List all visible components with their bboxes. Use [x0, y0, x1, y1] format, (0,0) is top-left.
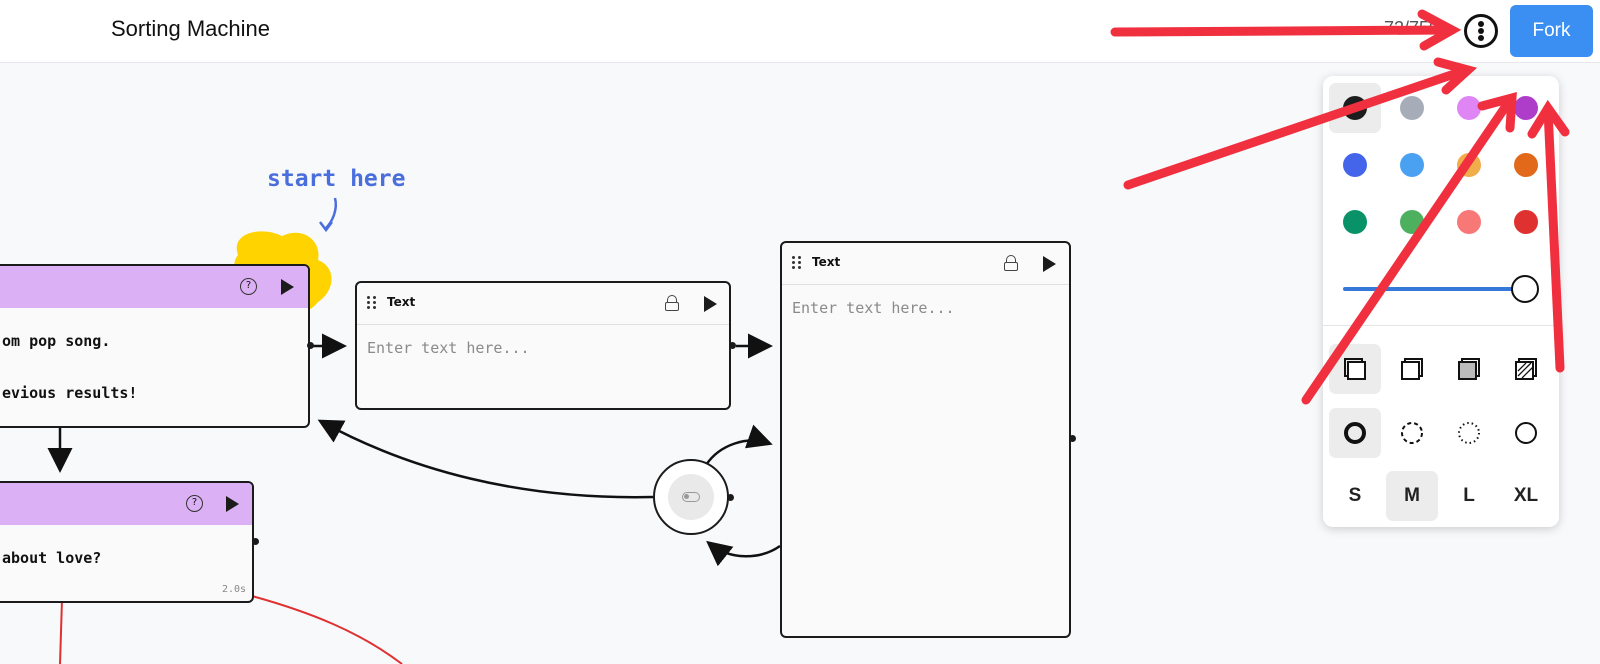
size-label: S [1348, 485, 1362, 506]
opacity-slider-track[interactable] [1343, 287, 1523, 291]
color-dot [1343, 153, 1367, 177]
more-icon [1478, 28, 1484, 34]
size-xl-button[interactable]: XL [1500, 471, 1552, 521]
output-port[interactable] [1069, 435, 1076, 442]
text-node-header[interactable]: Text [782, 243, 1069, 285]
run-duration: 2.0s [222, 584, 247, 595]
color-dot [1514, 210, 1538, 234]
help-icon[interactable]: ? [240, 278, 257, 295]
fill-semi-icon [1401, 358, 1423, 380]
color-dot [1457, 153, 1481, 177]
prompt-node-header[interactable]: ? [0, 266, 308, 308]
app-title: Sorting Machine [111, 16, 270, 41]
panel-divider [1323, 325, 1559, 326]
stroke-dashed-button[interactable] [1386, 408, 1438, 458]
color-dot [1514, 96, 1538, 120]
fill-semi-button[interactable] [1386, 344, 1438, 394]
start-here-annotation: start here [267, 166, 406, 192]
color-swatch-red[interactable] [1500, 197, 1552, 247]
prompt-node-second[interactable]: ? about love? 2.0s [0, 481, 254, 603]
text-node-title: Text [387, 295, 416, 309]
lock-icon[interactable] [665, 295, 679, 311]
prompt-node-main[interactable]: ? om pop song. evious results! [0, 264, 310, 428]
edge-large-to-toggle [706, 540, 781, 567]
prompt-text-line-1: om pop song. [2, 332, 111, 350]
color-swatch-grey[interactable] [1386, 83, 1438, 133]
help-icon[interactable]: ? [186, 495, 203, 512]
play-icon[interactable] [281, 279, 294, 295]
stroke-solid-button[interactable] [1500, 408, 1552, 458]
opacity-slider-thumb[interactable] [1511, 275, 1539, 303]
stroke-draw-icon [1344, 422, 1366, 444]
size-s-button[interactable]: S [1329, 471, 1381, 521]
color-dot [1343, 210, 1367, 234]
size-m-button[interactable]: M [1386, 471, 1438, 521]
toggle-icon [682, 492, 700, 502]
fill-solid-icon [1458, 358, 1480, 380]
color-dot [1457, 210, 1481, 234]
fill-pattern-button[interactable] [1500, 344, 1552, 394]
text-node-small[interactable]: Text Enter text here... [355, 281, 731, 410]
output-port[interactable] [252, 538, 259, 545]
color-swatch-black[interactable] [1329, 83, 1381, 133]
fill-none-button[interactable] [1329, 344, 1381, 394]
drag-handle-icon[interactable] [367, 296, 377, 310]
drag-handle-icon[interactable] [792, 256, 802, 270]
stroke-dotted-icon [1458, 422, 1480, 444]
stroke-draw-button[interactable] [1329, 408, 1381, 458]
edge-red-2 [251, 595, 403, 664]
color-swatch-blue[interactable] [1329, 140, 1381, 190]
color-dot [1400, 210, 1424, 234]
text-node-title: Text [812, 255, 841, 269]
color-dot [1400, 96, 1424, 120]
color-swatch-light-green[interactable] [1386, 197, 1438, 247]
fork-button[interactable]: Fork [1510, 5, 1593, 57]
color-dot [1343, 96, 1367, 120]
color-swatch-light-blue[interactable] [1386, 140, 1438, 190]
output-port[interactable] [727, 494, 734, 501]
stroke-dotted-button[interactable] [1443, 408, 1495, 458]
color-dot [1457, 96, 1481, 120]
fill-solid-button[interactable] [1443, 344, 1495, 394]
toggle-node[interactable] [653, 459, 729, 535]
text-node-large[interactable]: Text Enter text here... [780, 241, 1071, 638]
play-icon[interactable] [704, 296, 717, 312]
color-swatch-violet[interactable] [1500, 83, 1552, 133]
play-icon[interactable] [226, 496, 239, 512]
edge-toggle-to-prompt [317, 419, 654, 499]
fill-pattern-icon [1515, 358, 1537, 380]
color-swatch-green[interactable] [1329, 197, 1381, 247]
more-menu-button[interactable] [1464, 14, 1498, 48]
text-node-header[interactable]: Text [357, 283, 729, 325]
stroke-solid-icon [1515, 422, 1537, 444]
prompt-text-line-2: evious results! [2, 384, 138, 402]
text-input[interactable]: Enter text here... [792, 299, 955, 317]
play-icon[interactable] [1043, 256, 1056, 272]
color-swatch-yellow[interactable] [1443, 140, 1495, 190]
style-panel: S M L XL [1323, 76, 1559, 527]
lock-icon[interactable] [1004, 255, 1018, 271]
color-dot [1514, 153, 1538, 177]
size-label: M [1404, 485, 1420, 506]
fill-none-icon [1344, 358, 1366, 380]
size-label: XL [1513, 485, 1539, 506]
color-swatch-light-violet[interactable] [1443, 83, 1495, 133]
stroke-dashed-icon [1401, 422, 1423, 444]
color-dot [1400, 153, 1424, 177]
text-input[interactable]: Enter text here... [367, 339, 530, 357]
color-swatch-light-red[interactable] [1443, 197, 1495, 247]
size-l-button[interactable]: L [1443, 471, 1495, 521]
size-label: L [1463, 485, 1475, 506]
edge-toggle-to-large [704, 424, 773, 466]
output-port[interactable] [307, 342, 314, 349]
edge-red-1 [59, 599, 63, 664]
prompt-node-header[interactable]: ? [0, 483, 252, 525]
color-swatch-orange[interactable] [1500, 140, 1552, 190]
output-port[interactable] [729, 342, 736, 349]
toggle-inner[interactable] [668, 474, 714, 520]
prompt-text-line-1: about love? [2, 549, 102, 567]
